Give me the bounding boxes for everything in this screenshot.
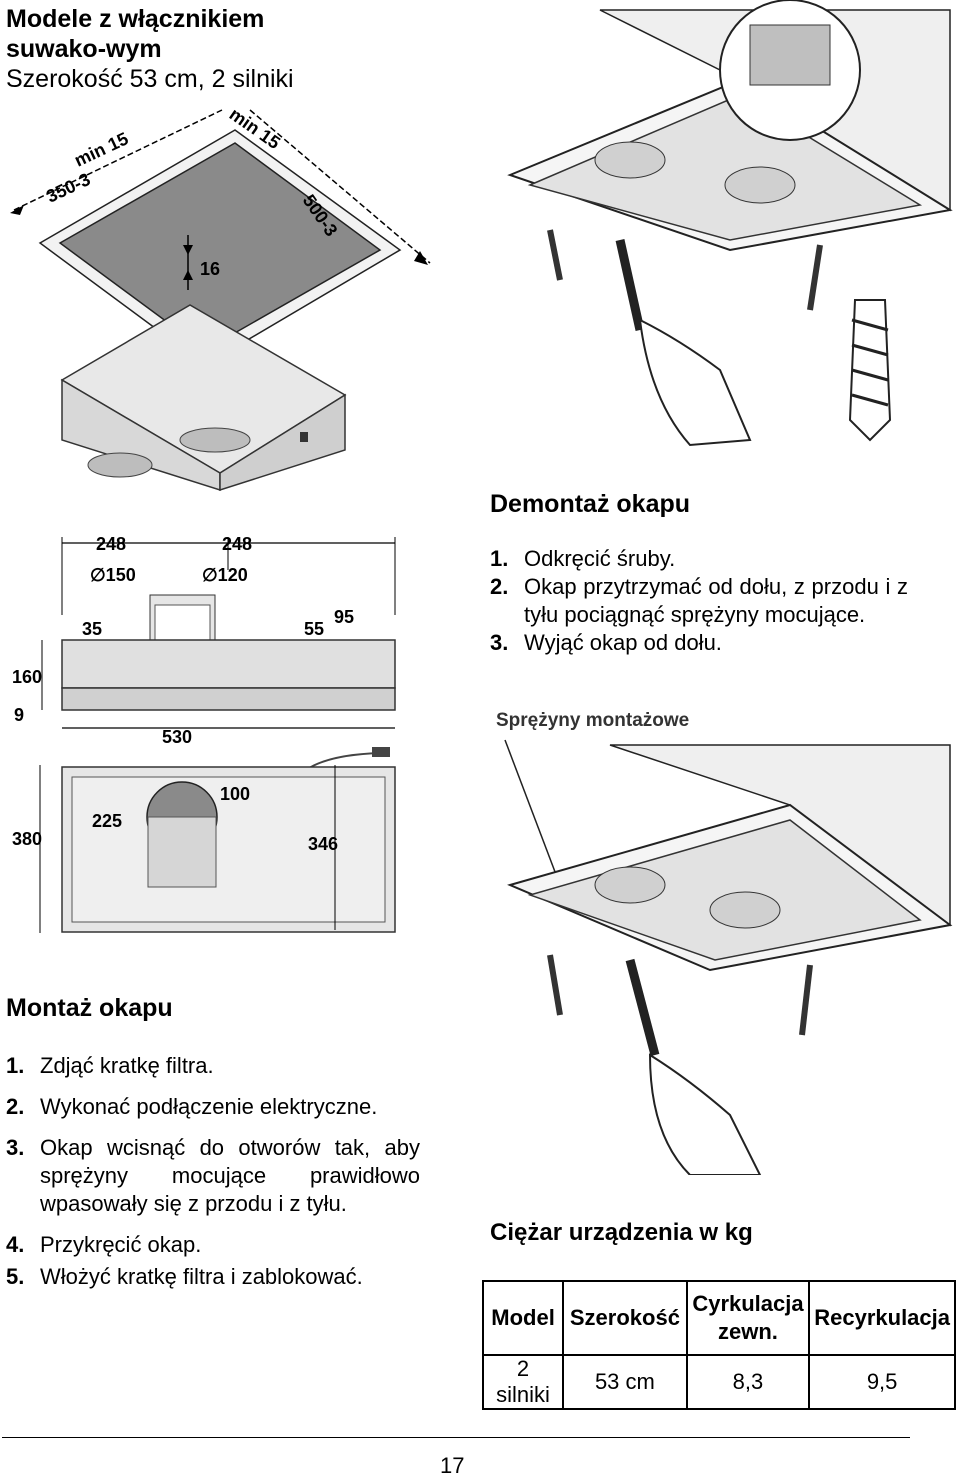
dim-530: 530 <box>162 727 192 747</box>
dim-100: 100 <box>220 784 250 804</box>
step-text: Wyjąć okap od dołu. <box>524 630 722 655</box>
list-item: 1. Odkręcić śruby. <box>490 545 908 573</box>
step-text: Przykręcić okap. <box>40 1232 202 1257</box>
page-subtitle: Szerokość 53 cm, 2 silniki <box>6 65 294 93</box>
step-text: Okap przytrzymać od dołu, z przodu i z t… <box>524 574 908 627</box>
dim-dia120: ∅120 <box>202 565 248 585</box>
weight-table: Model Szerokość Cyrkulacja zewn. Recyrku… <box>481 1280 956 1410</box>
dim-160: 160 <box>12 667 42 687</box>
springs-label: Sprężyny montażowe <box>496 710 690 731</box>
step-number: 1. <box>490 546 509 571</box>
step-number: 2. <box>490 574 509 599</box>
plan-view-diagram: 100 225 380 346 <box>12 747 396 933</box>
mounting-illustration <box>504 739 953 1175</box>
step-number: 3. <box>6 1135 25 1160</box>
cell-model: 2 silniki <box>481 1354 565 1410</box>
removal-illustration <box>507 0 953 447</box>
side-view-diagram: 248 248 ∅150 ∅120 35 55 95 160 9 530 <box>12 534 396 747</box>
cell-ext: 8,3 <box>685 1354 811 1410</box>
removal-steps: 1. Odkręcić śruby. 2. Okap przytrzymać od … <box>490 545 908 657</box>
step-text: Odkręcić śruby. <box>524 546 676 571</box>
dim-55: 55 <box>304 619 324 639</box>
step-number: 1. <box>6 1053 25 1078</box>
list-item: 2. Okap przytrzymać od dołu, z przodu i z… <box>490 573 908 629</box>
list-item: 3. Okap wcisnąć do otworów tak, aby spręż… <box>6 1134 420 1218</box>
dim-35: 35 <box>82 619 102 639</box>
dim-350: 350-3 <box>43 169 93 207</box>
dim-min15-left: min 15 <box>71 128 131 170</box>
cell-recirc: 9,5 <box>808 1354 956 1410</box>
step-number: 3. <box>490 630 509 655</box>
removal-title: Demontaż okapu <box>490 490 691 518</box>
step-number: 4. <box>6 1232 25 1257</box>
table-header-row: Model Szerokość Cyrkulacja zewn. Recyrku… <box>481 1280 956 1356</box>
step-text: Wykonać podłączenie elektryczne. <box>40 1094 378 1119</box>
list-item: 5. Włożyć kratkę filtra i zablokować. <box>6 1263 420 1291</box>
col-model: Model <box>481 1280 565 1356</box>
list-item: 3. Wyjąć okap od dołu. <box>490 629 908 657</box>
col-recirc: Recyrkulacja <box>808 1280 956 1356</box>
dim-225: 225 <box>92 811 122 831</box>
page-title: Modele z włącznikiem suwako-wym <box>6 5 265 63</box>
list-item: 2. Wykonać podłączenie elektryczne. <box>6 1093 420 1121</box>
footer-rule <box>2 1437 910 1438</box>
step-text: Zdjąć kratkę filtra. <box>40 1053 214 1078</box>
step-text: Włożyć kratkę filtra i zablokować. <box>40 1264 363 1289</box>
cell-width: 53 cm <box>562 1354 688 1410</box>
list-item: 4. Przykręcić okap. <box>6 1231 420 1259</box>
list-item: 1. Zdjąć kratkę filtra. <box>6 1052 420 1080</box>
weight-title: Ciężar urządzenia w kg <box>490 1219 753 1246</box>
col-ext: Cyrkulacja zewn. <box>685 1280 811 1356</box>
dim-380: 380 <box>12 829 42 849</box>
step-number: 2. <box>6 1094 25 1119</box>
step-number: 5. <box>6 1264 25 1289</box>
dim-248-right: 248 <box>222 534 252 554</box>
step-text: Okap wcisnąć do otworów tak, aby sprężyn… <box>40 1135 420 1216</box>
dim-248-left: 248 <box>96 534 126 554</box>
mounting-steps: 1. Zdjąć kratkę filtra. 2. Wykonać podłącz… <box>6 1052 420 1304</box>
table-row: 2 silniki 53 cm 8,3 9,5 <box>481 1354 956 1410</box>
dim-95: 95 <box>334 607 354 627</box>
dim-9: 9 <box>14 705 24 725</box>
mounting-title: Montaż okapu <box>6 994 173 1022</box>
dim-346: 346 <box>308 834 338 854</box>
dim-dia150: ∅150 <box>90 565 136 585</box>
col-width: Szerokość <box>562 1280 688 1356</box>
cutout-diagram: min 15 min 15 350-3 500-3 16 <box>10 104 431 492</box>
page-number: 17 <box>440 1453 465 1478</box>
dim-16: 16 <box>200 259 220 279</box>
